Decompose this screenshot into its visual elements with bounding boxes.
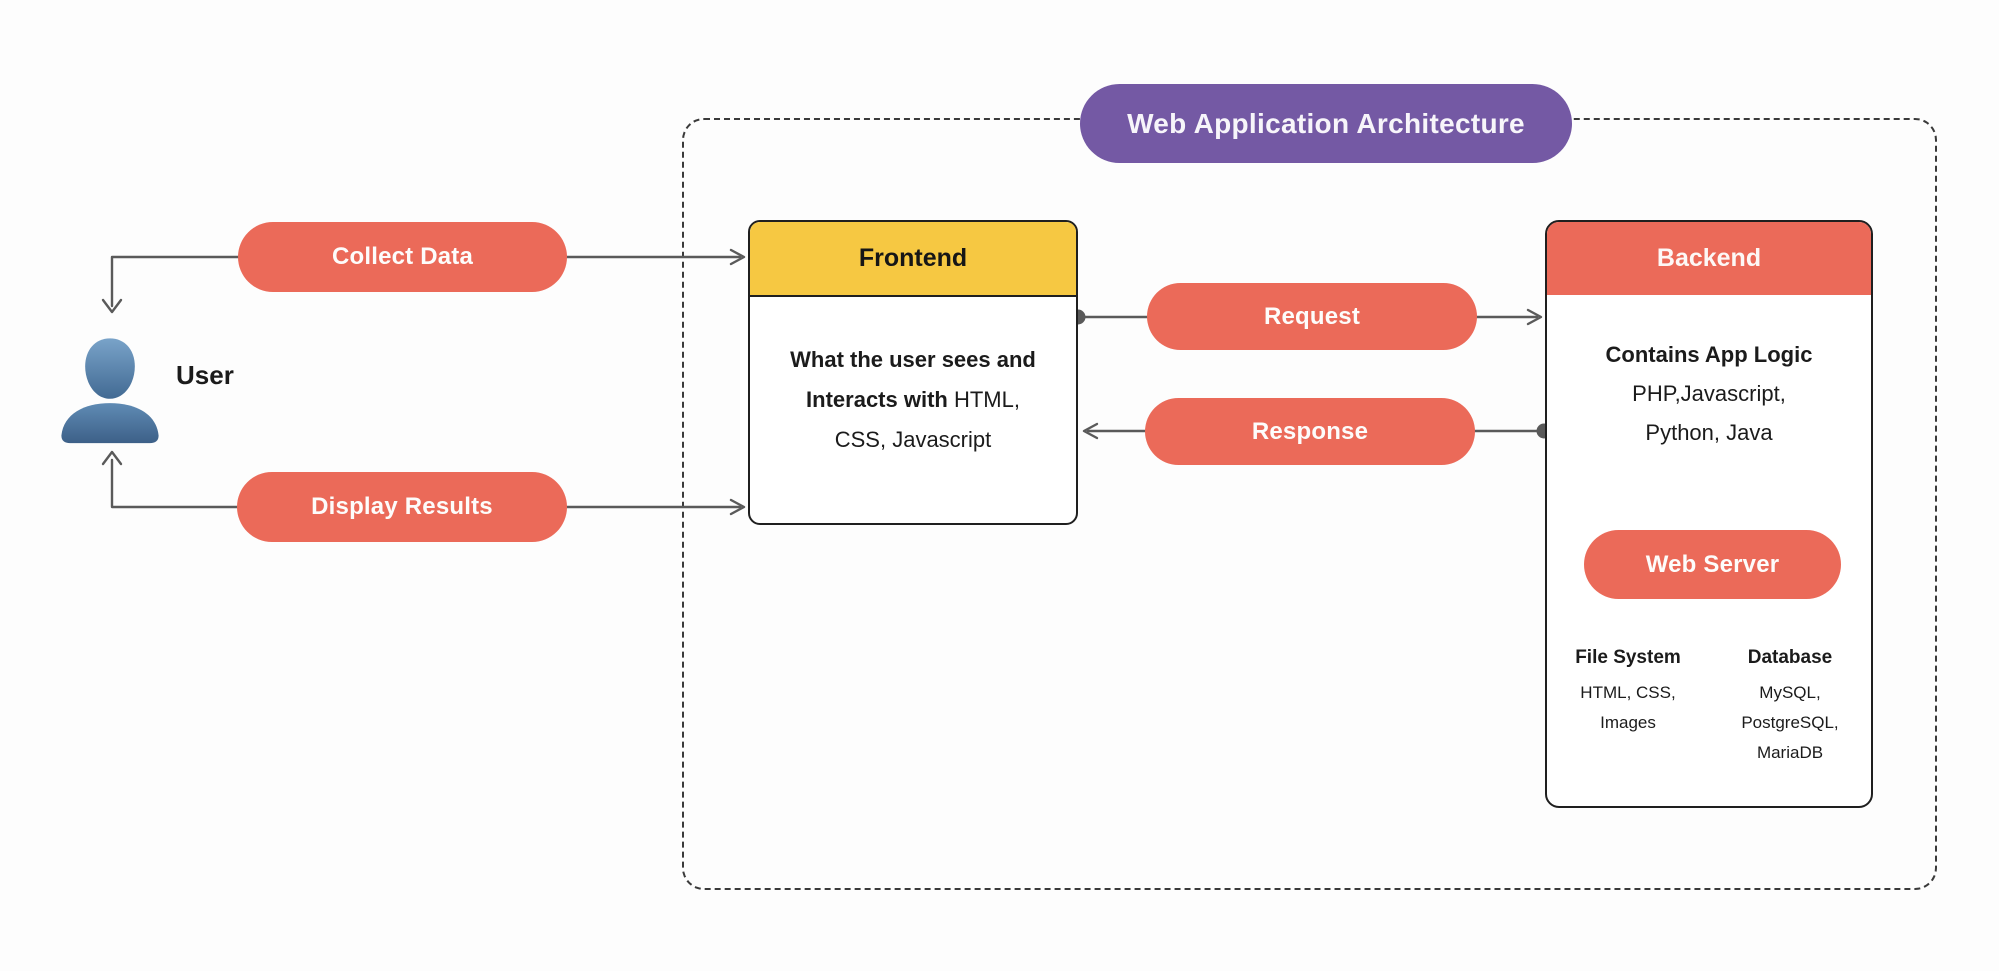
backend-header: Backend <box>1547 222 1871 295</box>
database-label: Database <box>1747 647 1833 668</box>
backend-node: Backend Contains App Logic PHP,Javascrip… <box>1545 220 1873 808</box>
database-column: Database MySQL, PostgreSQL, MariaDB <box>1709 647 1871 768</box>
backend-title: Backend <box>1656 244 1762 272</box>
app-logic: Contains App Logic PHP,Javascript, Pytho… <box>1547 335 1871 452</box>
web-server-label: Web Server <box>1645 550 1780 578</box>
frontend-title: Frontend <box>858 244 968 272</box>
collect-data-pill: Collect Data <box>238 222 567 292</box>
response-pill: Response <box>1145 398 1475 465</box>
backend-storage-row: File System HTML, CSS, Images Database M… <box>1547 647 1871 768</box>
frontend-description-line1: What the user sees and <box>790 347 1036 372</box>
architecture-title-pill: Web Application Architecture <box>1080 84 1572 163</box>
frontend-description: What the user sees and Interacts with HT… <box>750 297 1076 460</box>
file-system-column: File System HTML, CSS, Images <box>1547 647 1709 768</box>
file-system-label: File System <box>1575 647 1681 668</box>
file-system-line1: HTML, CSS, <box>1580 683 1676 702</box>
display-results-arrow-to-user <box>101 450 239 509</box>
request-pill: Request <box>1147 283 1477 350</box>
frontend-node: Frontend What the user sees and Interact… <box>748 220 1078 525</box>
collect-data-arrow-to-user <box>101 255 240 314</box>
display-results-pill: Display Results <box>237 472 567 542</box>
file-system-line2: Images <box>1600 713 1656 732</box>
app-logic-title: Contains App Logic <box>1605 342 1813 367</box>
database-line1: MySQL, <box>1759 683 1821 702</box>
database-line2: PostgreSQL, <box>1741 713 1839 732</box>
request-label: Request <box>1263 302 1361 330</box>
web-server-pill: Web Server <box>1584 530 1841 599</box>
frontend-description-line2: Interacts with HTML, <box>806 387 1020 412</box>
database-line3: MariaDB <box>1756 743 1824 762</box>
architecture-title-label: Web Application Architecture <box>1127 107 1525 139</box>
collect-data-label: Collect Data <box>331 243 474 270</box>
frontend-header: Frontend <box>750 222 1076 297</box>
user-label: User <box>176 360 234 390</box>
display-results-label: Display Results <box>311 493 493 520</box>
user-icon <box>61 338 159 444</box>
frontend-description-line3: CSS, Javascript <box>834 427 992 452</box>
app-logic-line2: Python, Java <box>1645 420 1773 445</box>
app-logic-line1: PHP,Javascript, <box>1632 381 1786 406</box>
response-label: Response <box>1251 417 1369 445</box>
